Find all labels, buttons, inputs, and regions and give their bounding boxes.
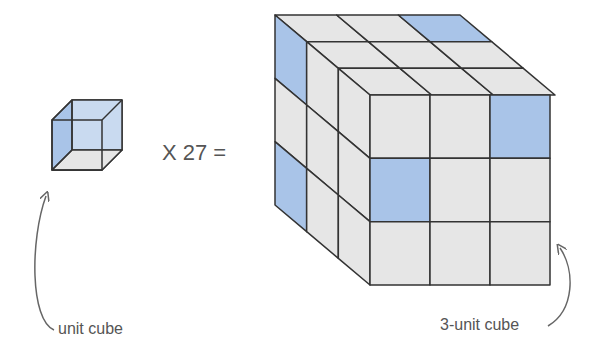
cube-cell	[490, 95, 550, 158]
multiply-label: X 27 =	[162, 140, 226, 166]
cube-cell	[370, 158, 430, 221]
cube-cell	[307, 168, 339, 258]
cube-cell	[338, 195, 370, 285]
unit-cube-arrow	[35, 196, 54, 330]
cube-cell	[490, 158, 550, 221]
unit-cube-label: unit cube	[58, 320, 123, 338]
cube-cell	[430, 158, 490, 221]
unit-cube	[52, 100, 122, 170]
three-unit-cube	[275, 15, 555, 285]
cube-cell	[275, 142, 307, 232]
cube-cell	[490, 222, 550, 285]
cube-cell	[398, 15, 491, 42]
cube-cell	[462, 68, 555, 95]
cube-cell	[430, 42, 523, 69]
cube-cell	[370, 95, 430, 158]
cube-cell	[370, 222, 430, 285]
big-cube-label: 3-unit cube	[440, 316, 519, 334]
cube-cell	[430, 95, 490, 158]
big-cube-arrow	[548, 248, 570, 326]
cube-cell	[430, 222, 490, 285]
